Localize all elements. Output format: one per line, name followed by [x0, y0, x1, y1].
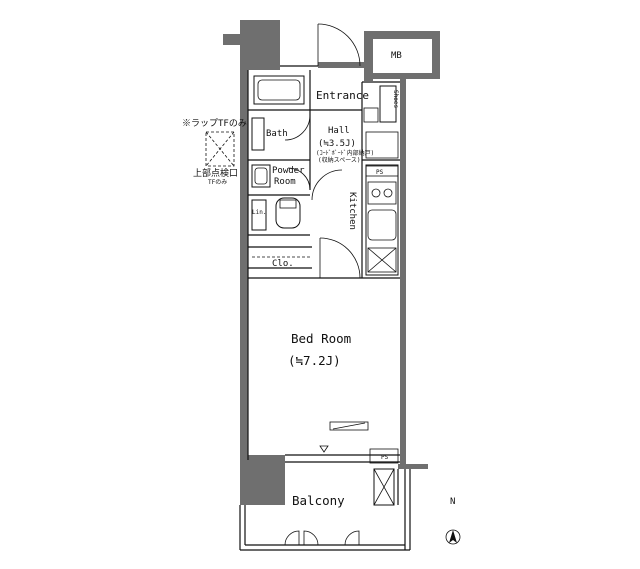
kitchen-label: Kitchen [347, 192, 357, 230]
hall-note-1: (ｺｰﾄﾞﾎﾞｰﾄﾞ内部納戸) [316, 149, 374, 157]
bedroom-area: (≒7.2J) [288, 353, 341, 368]
ps-lower-label: PS [381, 454, 389, 461]
compass-north-label: N [450, 497, 455, 507]
hall-note-2: (収納スペース) [318, 156, 361, 164]
balcony-label: Balcony [292, 493, 345, 508]
vent-note-1: 上部点検口 [193, 167, 238, 179]
bedroom-label: Bed Room [291, 331, 351, 346]
closet-label: Clo. [272, 259, 294, 269]
linen-label: Lin. [252, 209, 266, 216]
hall-label: Hall [328, 126, 350, 136]
trap-note: ※ラップTFのみ [182, 118, 247, 129]
labels: MB Entrance Shoes Bath Hall (≒3.5J) (ｺｰﾄ… [182, 51, 455, 508]
room-outlines [239, 65, 411, 551]
shoes-label: Shoes [392, 90, 399, 108]
compass [445, 529, 461, 545]
mb-label: MB [391, 51, 402, 61]
bath-label: Bath [266, 129, 288, 139]
fixtures [205, 75, 399, 506]
ps-upper-label: PS [376, 169, 384, 176]
doors [284, 23, 361, 546]
entrance-label: Entrance [316, 89, 369, 102]
vent-note-2: TFのみ [208, 179, 227, 186]
walls [223, 20, 440, 505]
powder-room-label-1: Powder [272, 166, 305, 176]
powder-room-label-2: Room [274, 177, 296, 187]
hall-area: (≒3.5J) [318, 139, 356, 149]
